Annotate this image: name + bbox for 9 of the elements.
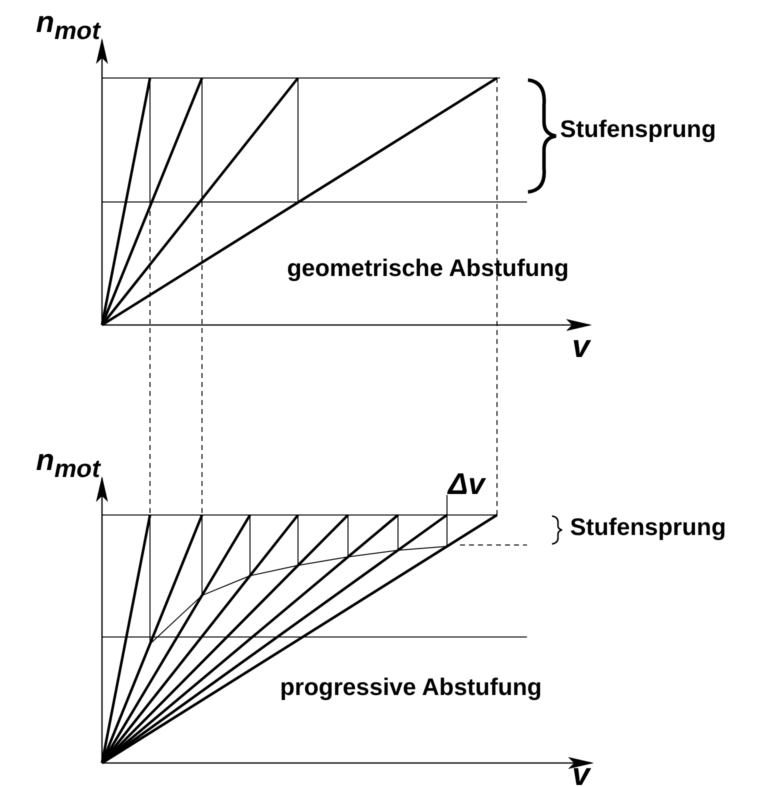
chart-caption: geometrische Abstufung xyxy=(287,257,569,281)
axis-label: v xyxy=(572,330,590,362)
axis-label: n$_{mot}$ xyxy=(36,446,100,482)
axis-label: v xyxy=(572,758,590,787)
annotation-label: Stufensprung xyxy=(570,516,726,540)
annotation-label: Δv xyxy=(448,470,485,500)
axis-label: n$_{mot}$ xyxy=(36,8,100,44)
chart-caption: progressive Abstufung xyxy=(280,676,542,700)
annotation-label: Stufensprung xyxy=(560,118,716,142)
